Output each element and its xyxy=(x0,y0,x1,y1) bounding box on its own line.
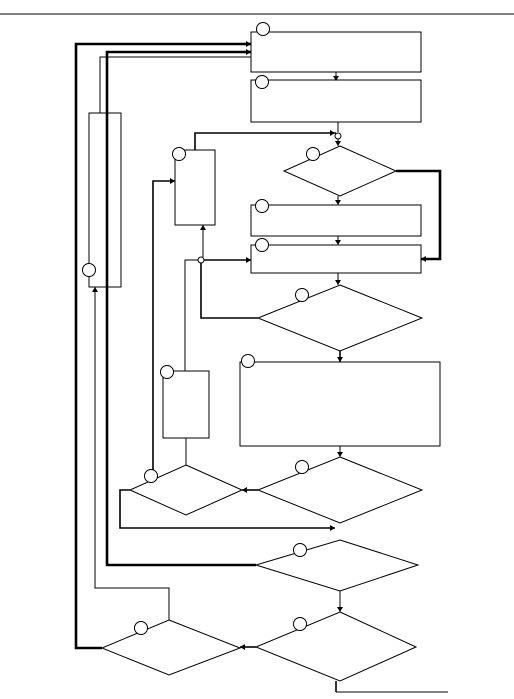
junction-top xyxy=(334,132,342,140)
arrow-into-p4-right xyxy=(421,256,426,262)
step-badge-6 xyxy=(255,238,269,252)
branch-d5-left xyxy=(105,50,256,567)
sidec-up xyxy=(184,259,198,371)
branch-d7-up xyxy=(94,287,170,620)
process-box-5 xyxy=(239,361,441,447)
arrow-into-d7 xyxy=(240,644,245,650)
step-badge-2 xyxy=(255,75,269,89)
arrow-exit-d4 xyxy=(330,525,335,531)
process-box-2 xyxy=(250,79,422,123)
step-badge-11 xyxy=(295,460,309,474)
junction-mid xyxy=(197,256,205,264)
arrow-into-p3 xyxy=(335,200,341,205)
arrow-into-sidea xyxy=(92,287,98,292)
arrow-into-sideb xyxy=(170,178,175,184)
arrow-into-sideb-bottom xyxy=(200,225,206,230)
arrow-into-p2 xyxy=(333,76,339,81)
arrow-into-d2 xyxy=(335,280,341,285)
step-badge-3 xyxy=(306,147,320,161)
step-badge-15 xyxy=(134,621,148,635)
step-badge-9 xyxy=(241,354,255,368)
step-badge-5 xyxy=(255,199,269,213)
decision-1 xyxy=(282,145,398,197)
step-badge-4 xyxy=(172,147,186,161)
side-box-a xyxy=(88,112,122,288)
decision-6 xyxy=(254,611,418,682)
step-badge-13 xyxy=(293,543,307,557)
arrow-into-p1-b xyxy=(246,49,251,55)
arrow-into-p4-left xyxy=(246,257,251,263)
step-badge-10 xyxy=(160,365,174,379)
decision-5 xyxy=(254,539,420,592)
side-box-c xyxy=(162,370,210,439)
arrow-into-p4 xyxy=(335,240,341,245)
arrow-into-d3 xyxy=(337,452,343,457)
step-badge-1 xyxy=(256,22,270,36)
process-box-3 xyxy=(250,204,422,237)
arrow-into-p1-a xyxy=(246,41,251,47)
process-box-1 xyxy=(250,31,422,73)
step-badge-12 xyxy=(144,469,158,483)
sidea-up xyxy=(99,56,251,113)
decision-2 xyxy=(256,284,424,352)
arrow-into-p5 xyxy=(337,357,343,362)
branch-d7-left xyxy=(74,42,251,650)
arrow-into-join xyxy=(330,130,335,136)
arrow-into-d6 xyxy=(337,607,343,612)
line-to-sideb xyxy=(152,180,175,470)
arrow-into-d4 xyxy=(242,487,247,493)
branch-d4-left xyxy=(119,489,335,529)
side-box-b xyxy=(174,149,216,226)
decision-7 xyxy=(100,619,242,676)
step-badge-8 xyxy=(295,288,309,302)
loop-sideb-to-join xyxy=(194,132,336,150)
process-box-4 xyxy=(250,244,422,274)
decision-3 xyxy=(256,456,424,524)
step-badge-14 xyxy=(293,617,307,631)
branch-d2-left xyxy=(200,262,258,319)
step-badge-7 xyxy=(82,263,96,277)
branch-d1-right xyxy=(396,169,442,261)
arrow-into-d1 xyxy=(335,141,341,146)
